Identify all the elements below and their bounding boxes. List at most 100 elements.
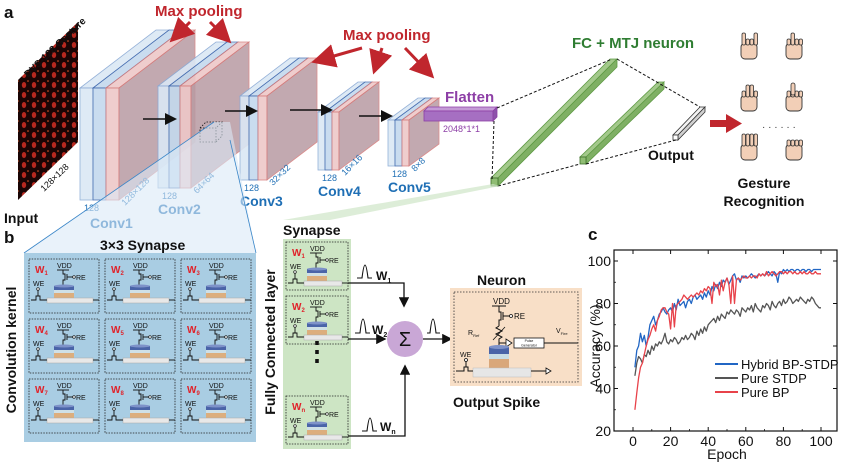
max-pooling-arrow	[369, 47, 393, 75]
conv-layer-name: Conv5	[388, 179, 431, 195]
x-tick-label: 20	[663, 433, 679, 449]
re-label: RE	[152, 395, 162, 402]
wire-weight-1: W1	[376, 269, 391, 285]
we-label: WE	[33, 401, 45, 408]
weight-label: W2	[111, 265, 124, 277]
weight-label: W2	[292, 302, 305, 314]
conv-synapse-title: 3×3 Synapse	[100, 237, 185, 253]
vdd-label: VDD	[57, 263, 72, 270]
re-label: RE	[228, 275, 238, 282]
hand-fist-icon	[785, 139, 803, 161]
vdd-label: VDD	[133, 323, 148, 330]
neuron-title: Neuron	[477, 272, 526, 288]
max-pooling-label-1: Max pooling	[155, 3, 243, 20]
sigma-symbol: Σ	[399, 329, 411, 351]
flatten-label: Flatten	[445, 89, 494, 106]
neuron-border	[453, 291, 579, 383]
mtj-substrate	[46, 357, 94, 364]
hand-peace-icon	[740, 84, 758, 112]
fc-mtj-label: FC + MTJ neuron	[572, 35, 694, 52]
mtj-substrate	[122, 297, 170, 304]
we-label: WE	[33, 281, 45, 288]
spike-wires	[348, 282, 453, 437]
weight-label: W4	[35, 325, 48, 337]
mtj-substrate	[198, 297, 246, 304]
weight-label: Wn	[292, 402, 305, 414]
gesture-label-2: Recognition	[724, 193, 805, 209]
synapse-grid: W1VDDREWEW2VDDREWEW3VDDREWEW4VDDREWEW5VD…	[28, 258, 252, 434]
legend-label: Pure STDP	[741, 371, 807, 386]
re-label: RE	[152, 335, 162, 342]
flatten-bar	[423, 106, 498, 122]
fc-bar-2	[579, 81, 665, 165]
re-label: RE	[76, 395, 86, 402]
spike-icon	[357, 264, 372, 279]
y-tick-label: 40	[595, 381, 611, 397]
y-tick-label: 60	[595, 338, 611, 354]
x-tick-label: 40	[700, 433, 716, 449]
weight-label: W7	[35, 385, 48, 397]
neuron-vdd-label: VDD	[493, 297, 510, 306]
fc-ellipsis: ⋮	[304, 336, 330, 366]
we-label: WE	[185, 281, 197, 288]
flatten-size: 2048*1*1	[443, 124, 480, 134]
max-pooling-label-2: Max pooling	[343, 27, 431, 44]
cone-edge	[229, 139, 257, 254]
fc-bar-1	[490, 58, 618, 187]
input-dvs-image: DVS-128 Gesture 128×128	[18, 16, 89, 200]
recognition-arrow-icon	[710, 114, 742, 133]
neuron-rref-label: RRef	[468, 330, 480, 338]
weight-label: W3	[187, 265, 200, 277]
conv-layer-name: Conv4	[318, 183, 361, 199]
hand-thumbs-up-icon	[785, 82, 803, 112]
re-label: RE	[329, 258, 339, 265]
re-label: RE	[76, 275, 86, 282]
we-label: WE	[185, 341, 197, 348]
mtj-substrate	[122, 357, 170, 364]
spike-icon	[362, 417, 377, 432]
spike-icon	[355, 318, 370, 334]
weight-label: W8	[111, 385, 124, 397]
chart-frame	[613, 249, 838, 432]
panel-label-b: b	[4, 228, 14, 247]
vdd-label: VDD	[209, 323, 224, 330]
neuron-circuit: VDD RE RRef Pulse Generator VFire WE	[456, 297, 578, 378]
y-tick-label: 20	[595, 423, 611, 439]
cone-edge	[23, 121, 215, 254]
vdd-label: VDD	[310, 300, 325, 307]
y-tick-label: 80	[595, 296, 611, 312]
re-label: RE	[329, 412, 339, 419]
conv-kernel-side-label: Convolution kernel	[3, 287, 19, 414]
re-label: RE	[152, 275, 162, 282]
weight-label: W1	[292, 248, 305, 260]
y-tick-label: 100	[588, 253, 612, 269]
we-label: WE	[290, 318, 302, 325]
series-line-pure-bp	[634, 270, 821, 410]
conv-channels-label: 128	[322, 173, 337, 183]
mtj-substrate	[122, 417, 170, 424]
vdd-label: VDD	[57, 323, 72, 330]
max-pooling-arrow	[403, 46, 435, 79]
pulse-gen-label: Pulse	[525, 339, 534, 343]
series-line-hybrid-bp-stdp	[634, 268, 821, 368]
max-pooling-arrow	[311, 44, 363, 68]
gesture-label-1: Gesture	[738, 175, 791, 191]
hand-open-palm-icon	[740, 133, 758, 161]
connection-dashes	[491, 58, 701, 187]
series-line-pure-stdp	[634, 296, 821, 376]
we-label: WE	[109, 281, 121, 288]
fc-side-label: Fully Connected layer	[262, 269, 278, 415]
vdd-label: VDD	[209, 383, 224, 390]
